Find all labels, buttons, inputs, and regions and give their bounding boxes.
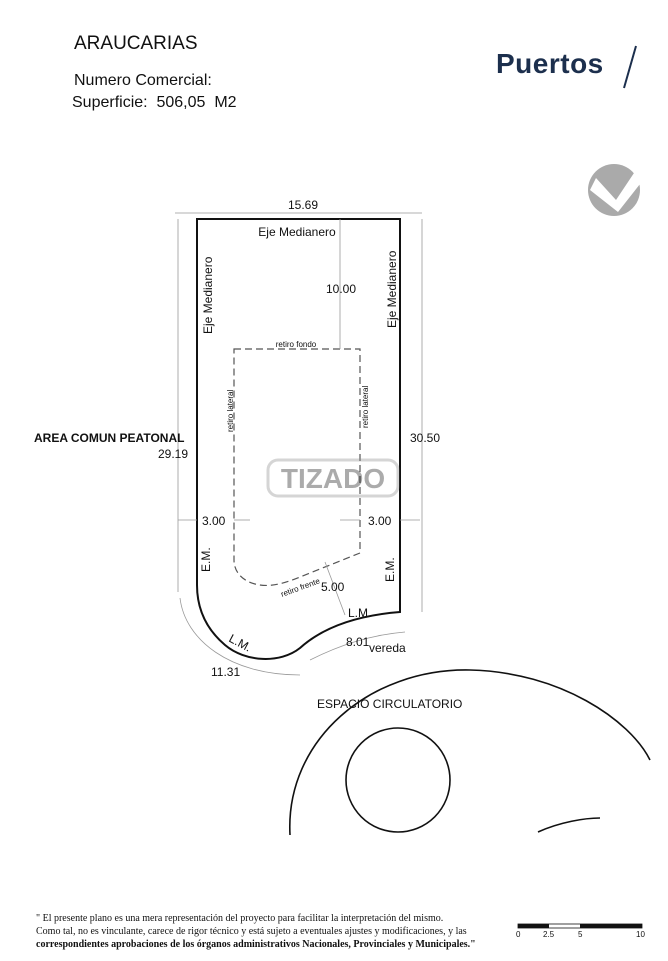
dim-left-length: 29.19 [158, 447, 188, 461]
dim-lateral-left: 3.00 [202, 514, 226, 528]
scale-tick: 5 [578, 930, 583, 939]
superficie-label: Superficie: [72, 94, 148, 111]
setback-line [233, 348, 361, 587]
label-lm-right: L.M. [348, 606, 371, 620]
brand-logo: Puertos [496, 48, 604, 79]
label-em-right: E.M. [383, 557, 397, 582]
label-retiro-lateral-left: retiro lateral [226, 390, 235, 432]
superficie-value: 506,05 [156, 94, 206, 111]
watermark-text: TIZADO [281, 463, 385, 494]
label-eje-top: Eje Medianero [258, 225, 336, 239]
numero-comercial: Numero Comercial: [74, 72, 212, 89]
label-eje-right: Eje Medianero [385, 250, 399, 328]
dim-arc-right: 8.01 [346, 635, 370, 649]
scale-tick: 2.5 [543, 930, 555, 939]
brand-slash [623, 45, 637, 89]
circulation-space [289, 669, 651, 836]
label-em-left: E.M. [199, 547, 213, 572]
disclaimer: " El presente plano es una mera represen… [36, 912, 476, 951]
dim-arc-left: 11.31 [211, 665, 240, 679]
scale-bar: 0 2.5 5 10 [516, 923, 645, 939]
dim-frente: 5.00 [321, 580, 345, 594]
dim-top-width: 15.69 [288, 198, 318, 212]
superficie-unit: M2 [214, 94, 237, 111]
dim-right-length: 30.50 [410, 431, 440, 445]
label-eje-left: Eje Medianero [201, 256, 215, 334]
label-espacio-circulatorio: ESPACIO CIRCULATORIO [317, 697, 462, 711]
label-retiro-lateral-right: retiro lateral [361, 386, 370, 428]
dim-fondo: 10.00 [326, 282, 356, 296]
scale-tick: 10 [636, 930, 645, 939]
disclaimer-line: Como tal, no es vinculante, carece de ri… [36, 926, 467, 937]
disclaimer-line-bold: correspondientes aprobaciones de los órg… [36, 939, 476, 950]
scale-tick: 0 [516, 930, 521, 939]
dimension-lines [175, 212, 423, 676]
lot-title: ARAUCARIAS [74, 33, 198, 54]
label-area-comun: AREA COMUN PEATONAL [34, 431, 184, 445]
label-retiro-frente: retiro frente [280, 576, 322, 599]
north-arrow-icon [588, 164, 640, 216]
dim-lateral-right: 3.00 [368, 514, 392, 528]
lot-boundary [196, 218, 401, 660]
disclaimer-line: " El presente plano es una mera represen… [36, 913, 444, 924]
label-vereda: vereda [369, 641, 406, 655]
label-lm-left: L.M. [227, 631, 254, 654]
superficie: Superficie: 506,05 M2 [72, 94, 237, 112]
tizado-watermark: TIZADO [266, 458, 400, 498]
label-retiro-fondo: retiro fondo [276, 340, 317, 349]
